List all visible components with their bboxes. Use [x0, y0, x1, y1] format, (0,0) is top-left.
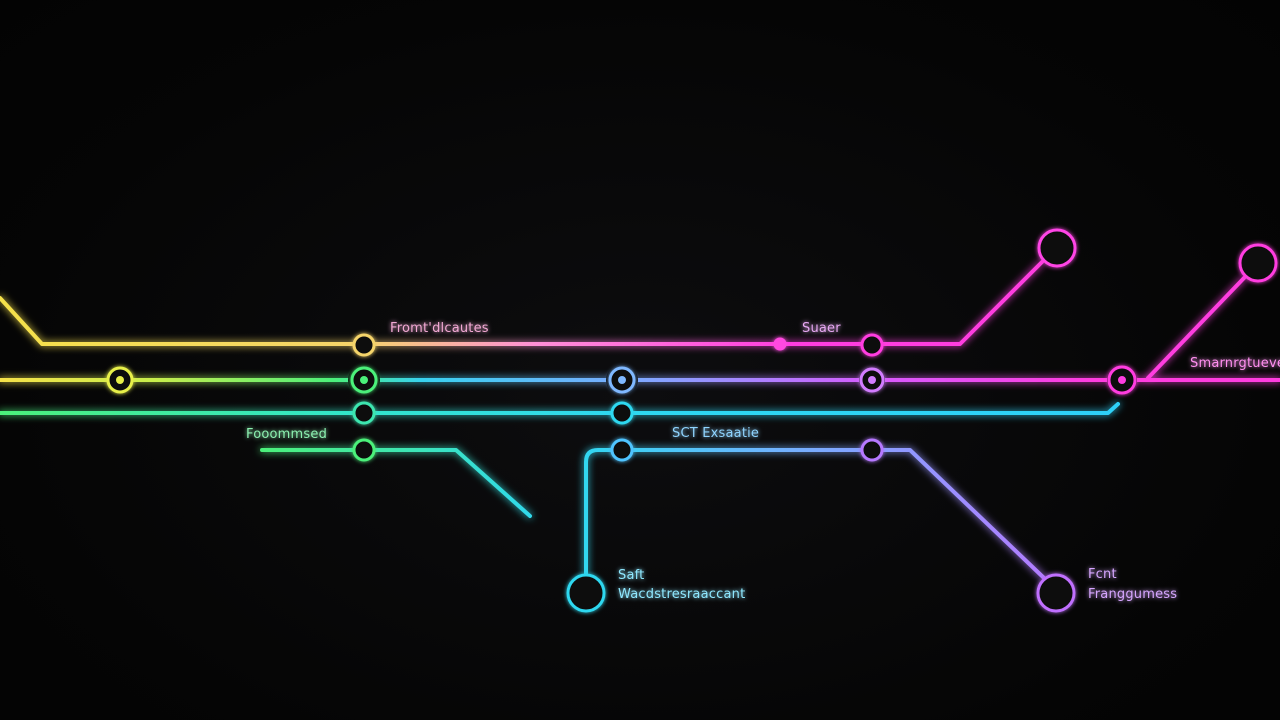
station-label: Smarnrgtuever [1190, 356, 1280, 371]
station-magenta-1[interactable] [860, 333, 884, 357]
line-fifth [584, 448, 1046, 580]
station-label: Wacdstresraaccant [618, 587, 745, 602]
station-violet-2[interactable] [860, 438, 884, 462]
station-label: Franggumess [1088, 587, 1177, 602]
station-violet-1-dot [868, 376, 876, 384]
line-fourth [260, 448, 532, 518]
station-top-1[interactable] [352, 333, 376, 357]
station-label: Fooommsed [246, 427, 327, 442]
station-yellow-green-dot [116, 376, 124, 384]
station-cyan-2[interactable] [610, 401, 634, 425]
terminal-cyan[interactable] [566, 573, 606, 613]
line-top-branch [1146, 276, 1246, 380]
station-magenta-2-dot [1118, 376, 1126, 384]
station-green-2[interactable] [352, 438, 376, 462]
station-label: Fromt'dlcautes [390, 321, 489, 336]
station-cyan-3[interactable] [610, 438, 634, 462]
station-pink-small[interactable] [773, 337, 787, 351]
terminal-magenta-top[interactable] [1037, 228, 1077, 268]
station-cyan-1[interactable] [352, 401, 376, 425]
line-third [0, 402, 1120, 415]
station-label: SCT Exsaatie [672, 426, 759, 441]
station-label: Saft [618, 568, 644, 583]
station-label: Suaer [802, 321, 841, 336]
station-blue-1-dot [618, 376, 626, 384]
line-top [0, 260, 1044, 346]
station-green-1-dot [360, 376, 368, 384]
terminal-magenta-right[interactable] [1238, 243, 1278, 283]
station-label: Fcnt [1088, 567, 1117, 582]
terminal-violet[interactable] [1036, 573, 1076, 613]
